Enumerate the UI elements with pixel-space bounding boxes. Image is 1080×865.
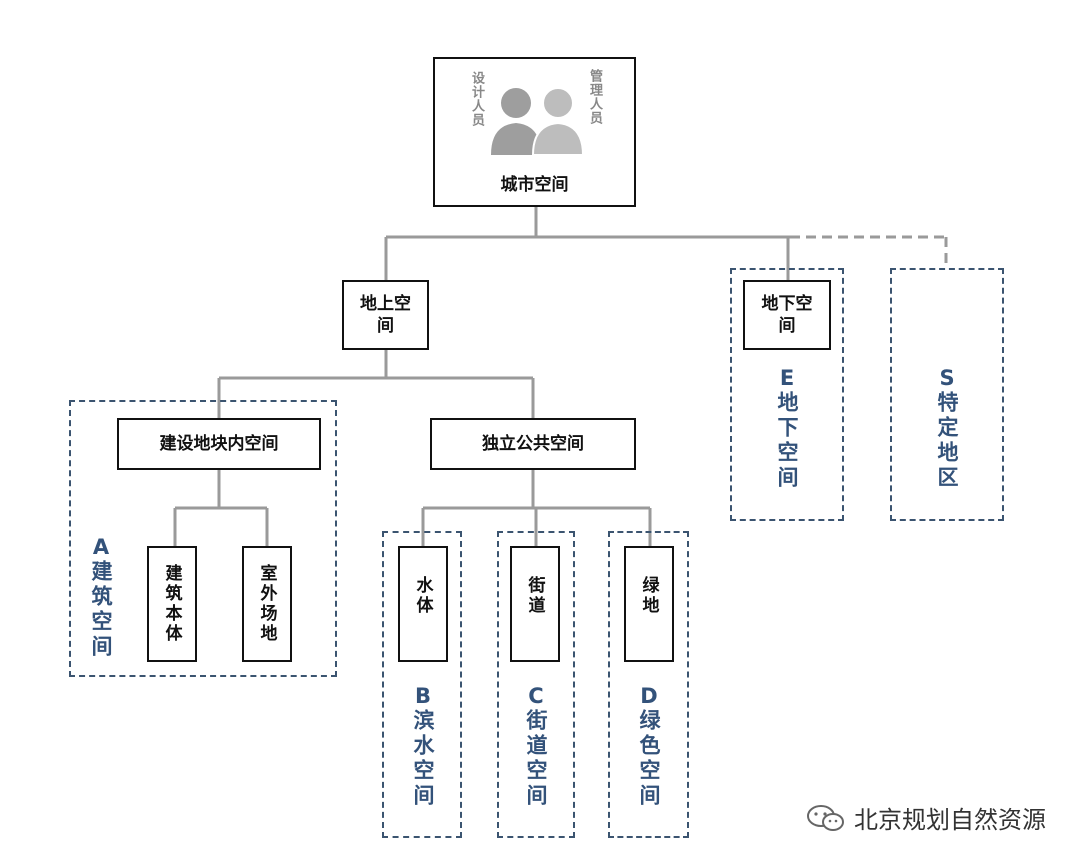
node-outdoor-site-label: 室外场地 [256, 564, 277, 644]
node-public-space: 独立公共空间 [430, 418, 636, 470]
node-public-space-label: 独立公共空间 [482, 434, 584, 454]
zone-code-b: B [414, 684, 431, 708]
zone-box-s [890, 268, 1004, 521]
zone-box-c [497, 531, 575, 838]
manager-label: 管理人员 [587, 69, 602, 125]
zone-name-e: 地下空间 [775, 391, 799, 491]
root-title: 城市空间 [500, 175, 569, 195]
root-node: 设计人员 管理人员 城市空间 [433, 57, 636, 207]
zone-name-d: 绿色空间 [637, 709, 661, 809]
node-above-ground-label: 地上空间 [360, 294, 411, 336]
node-underground-label: 地下空间 [761, 294, 813, 336]
node-above-ground: 地上空间 [342, 280, 429, 350]
wechat-icon [807, 804, 844, 831]
zone-code-d: D [640, 684, 658, 708]
watermark-text: 北京规划自然资源 [854, 807, 1046, 834]
node-water-body: 水体 [398, 546, 448, 662]
node-plot-space-label: 建设地块内空间 [159, 434, 279, 454]
node-green-land: 绿地 [624, 546, 674, 662]
zone-name-a: 建筑空间 [89, 560, 113, 660]
zone-label-c: C 街道空间 [521, 683, 551, 809]
node-water-body-label: 水体 [412, 576, 433, 616]
node-street: 街道 [510, 546, 560, 662]
zone-code-a: A [92, 535, 110, 559]
node-underground: 地下空间 [743, 280, 831, 350]
zone-label-e: E 地下空间 [772, 365, 802, 491]
node-green-land-label: 绿地 [638, 576, 659, 616]
node-plot-space: 建设地块内空间 [117, 418, 321, 470]
zone-label-a: A 建筑空间 [86, 534, 116, 660]
zone-name-s: 特定地区 [935, 391, 959, 491]
node-outdoor-site: 室外场地 [242, 546, 292, 662]
node-street-label: 街道 [524, 576, 545, 616]
zone-label-b: B 滨水空间 [408, 683, 438, 809]
node-building-body: 建筑本体 [147, 546, 197, 662]
zone-code-s: S [939, 366, 955, 390]
zone-label-s: S 特定地区 [932, 365, 962, 491]
designer-label: 设计人员 [469, 71, 484, 127]
zone-box-a [69, 400, 337, 677]
zone-box-e [730, 268, 844, 521]
zone-code-e: E [779, 366, 795, 390]
people-icon [491, 87, 585, 156]
zone-code-c: C [528, 684, 544, 708]
zone-box-b [382, 531, 462, 838]
zone-box-d [608, 531, 689, 838]
node-building-body-label: 建筑本体 [161, 564, 182, 644]
watermark: 北京规划自然资源 [806, 800, 1046, 835]
zone-name-b: 滨水空间 [411, 709, 435, 809]
zone-label-d: D 绿色空间 [634, 683, 664, 809]
zone-name-c: 街道空间 [524, 709, 548, 809]
